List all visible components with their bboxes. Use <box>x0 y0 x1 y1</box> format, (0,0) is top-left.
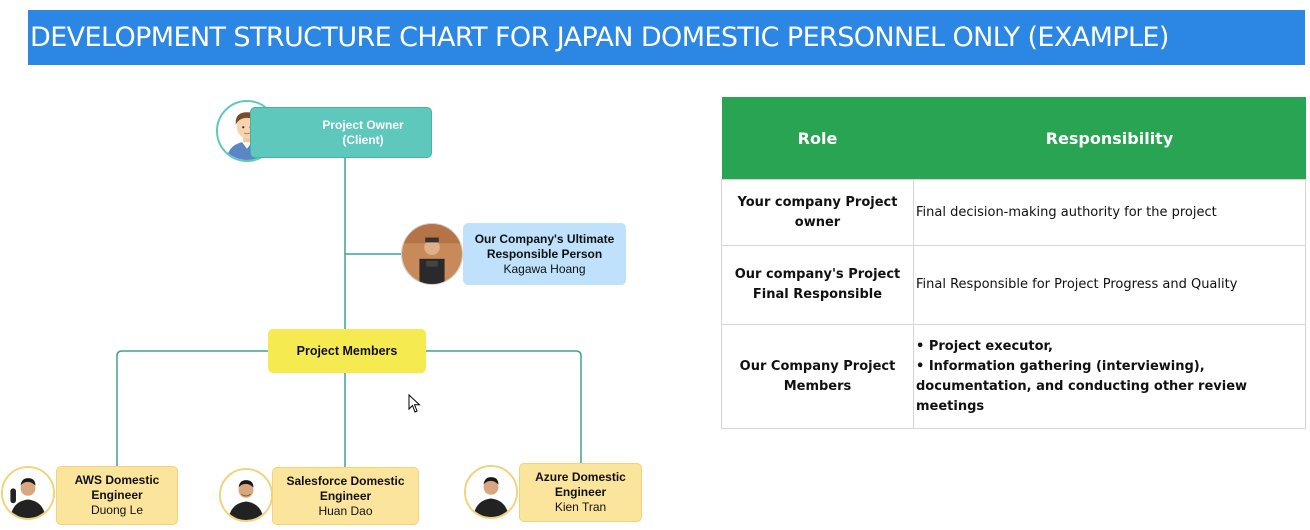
project-owner-node: Project Owner (Client) <box>250 107 432 158</box>
aws-engineer-title-2: Engineer <box>91 488 143 502</box>
org-chart-connectors <box>116 158 582 467</box>
aws-engineer-title: AWS Domestic <box>74 473 160 487</box>
salesforce-engineer-title-2: Engineer <box>319 488 372 503</box>
azure-engineer-title: Azure Domestic <box>535 470 626 484</box>
responsibility-table: Role Responsibility Your company Project… <box>721 97 1306 429</box>
ultimate-responsible-node: Our Company's Ultimate Responsible Perso… <box>463 223 626 285</box>
ultimate-responsible-name: Kagawa Hoang <box>503 261 586 276</box>
table-cell-responsibility: Final decision-making authority for the … <box>913 179 1306 246</box>
ultimate-person-photo-icon <box>401 223 463 285</box>
project-members-node: Project Members <box>268 329 426 373</box>
ultimate-responsible-title-2: Responsible Person <box>486 246 603 261</box>
ultimate-responsible-title: Our Company's Ultimate <box>474 231 615 246</box>
connector-members-to-azure <box>426 350 582 463</box>
salesforce-engineer-photo-icon <box>219 468 273 522</box>
project-owner-label: Project Owner <box>322 117 404 132</box>
azure-engineer-name: Kien Tran <box>554 500 607 514</box>
table-cell-responsibility: • Project executor, • Information gather… <box>913 324 1306 429</box>
role-column-header: Role <box>721 97 914 180</box>
azure-engineer-photo-icon <box>464 465 518 519</box>
table-row: Our Company Project Members • Project ex… <box>721 324 1306 429</box>
mouse-pointer-icon <box>408 394 421 413</box>
azure-engineer-node: Azure Domestic Engineer Kien Tran <box>519 463 642 522</box>
table-cell-responsibility: Final Responsible for Project Progress a… <box>913 245 1306 325</box>
table-header-row: Role Responsibility <box>721 97 1306 180</box>
azure-engineer-title-2: Engineer <box>554 485 607 499</box>
responsibility-column-header: Responsibility <box>913 97 1306 180</box>
bullet-item: • Information gathering (interviewing), … <box>916 358 1248 414</box>
project-owner-sublabel: (Client) <box>342 132 384 147</box>
aws-engineer-node: AWS Domestic Engineer Duong Le <box>56 466 178 525</box>
table-row: Our company's Project Final Responsible … <box>721 245 1306 325</box>
connector-members-to-aws <box>116 350 268 466</box>
salesforce-engineer-name: Huan Dao <box>318 503 373 518</box>
page-title: DEVELOPMENT STRUCTURE CHART FOR JAPAN DO… <box>28 10 1305 65</box>
aws-engineer-name: Duong Le <box>90 503 144 517</box>
salesforce-engineer-title: Salesforce Domestic <box>286 473 405 488</box>
aws-engineer-photo-icon <box>1 466 55 520</box>
salesforce-engineer-node: Salesforce Domestic Engineer Huan Dao <box>272 467 419 525</box>
table-cell-role: Your company Project owner <box>721 179 914 246</box>
table-cell-role: Our Company Project Members <box>721 324 914 429</box>
project-members-label: Project Members <box>296 343 398 358</box>
table-row: Your company Project owner Final decisio… <box>721 179 1306 246</box>
table-cell-role: Our company's Project Final Responsible <box>721 245 914 325</box>
bullet-item: • Project executor, <box>916 338 1053 354</box>
